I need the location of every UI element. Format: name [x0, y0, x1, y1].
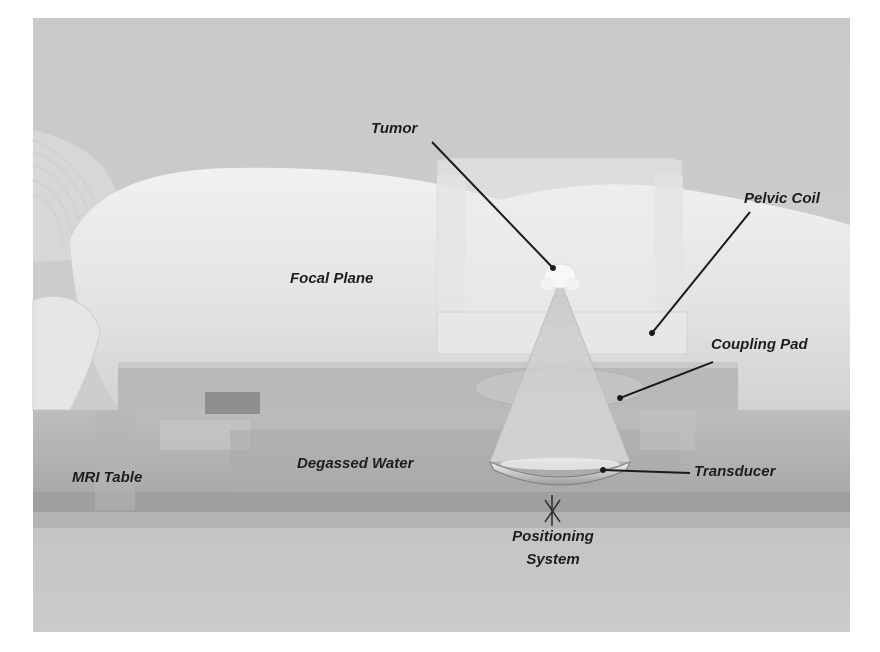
leader-tumor: [431, 141, 554, 269]
label-coupling-pad: Coupling Pad: [711, 336, 808, 353]
patient-arm: [32, 295, 101, 411]
floor-rail: [33, 510, 850, 528]
label-mri-table: MRI Table: [72, 469, 143, 486]
floor: [33, 520, 850, 632]
table-edge: [33, 492, 850, 512]
leader-lines: [431, 141, 751, 474]
table-panel-right: [640, 410, 695, 450]
transducer-shape: [488, 458, 632, 486]
label-degassed-water: Degassed Water: [297, 455, 414, 472]
table-top-block-highlight: [118, 362, 738, 368]
leader-coupling-pad: [619, 361, 714, 399]
leader-endpoints: [550, 265, 655, 473]
leader-pelvic-coil: [651, 211, 751, 334]
pelvic-coil: [436, 158, 688, 355]
label-positioning-system-line1: Positioning: [512, 528, 594, 545]
leader-transducer: [602, 469, 691, 474]
label-tumor: Tumor: [371, 120, 418, 137]
table-clip: [205, 392, 260, 414]
positioning-system-mark: [544, 495, 561, 526]
label-transducer: Transducer: [694, 463, 776, 480]
label-focal-plane: Focal Plane: [290, 270, 374, 287]
label-pelvic-coil: Pelvic Coil: [744, 190, 820, 207]
table-panel-left: [95, 410, 135, 510]
label-positioning-system-line2: System: [526, 551, 580, 568]
